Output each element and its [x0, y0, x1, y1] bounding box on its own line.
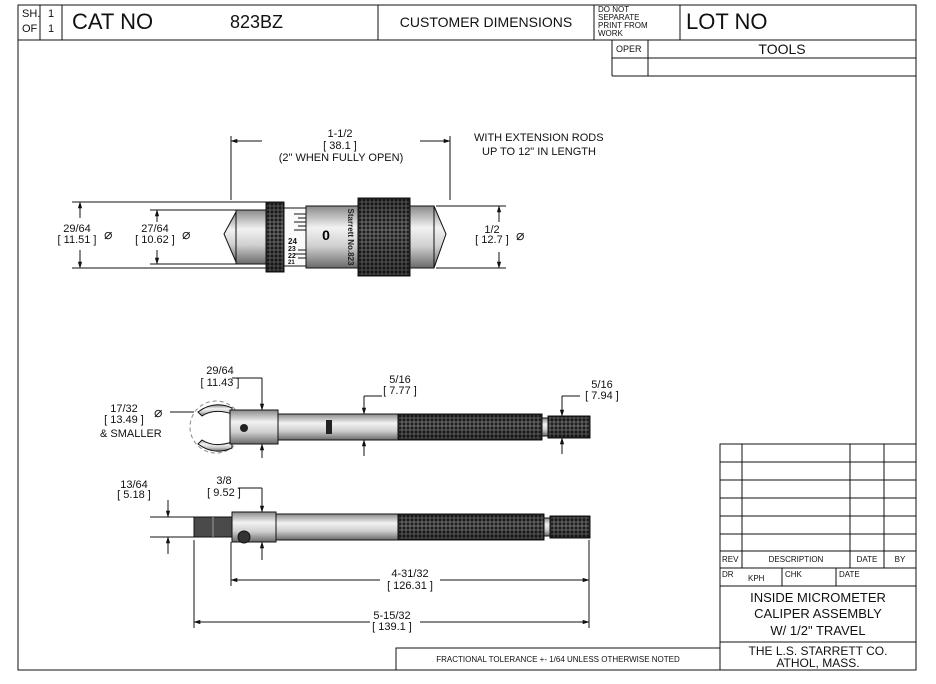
cap-diameter-symbol: ⌀	[154, 404, 163, 420]
svg-text:0: 0	[322, 227, 330, 243]
thimble-num-24: 24	[288, 237, 297, 246]
right-anvil-body	[409, 205, 435, 269]
customer-dimensions: CUSTOMER DIMENSIONS	[399, 14, 573, 30]
spindle	[277, 413, 399, 441]
cat-label: CAT NO	[72, 9, 154, 34]
caliper-jaw-drawing	[189, 400, 591, 454]
left-outer-diameter-symbol: ⌀	[104, 226, 113, 242]
cap-mm: [ 13.49 ]	[104, 414, 144, 426]
mid-length-mm: [ 126.31 ]	[387, 580, 433, 592]
left-inner-mm: [ 10.62 ]	[135, 234, 175, 246]
do-not-line1: DO NOT	[598, 5, 630, 14]
title-block-lines	[18, 5, 916, 77]
right-diameter-symbol: ⌀	[516, 227, 525, 243]
upper-jaw	[197, 404, 233, 417]
tip-mm: [ 7.94 ]	[585, 390, 619, 402]
sheet-label: SH.	[22, 8, 41, 20]
by-label: BY	[894, 555, 906, 564]
of-number: 1	[48, 23, 55, 35]
thimble-num-22: 22	[288, 253, 296, 260]
company-line2: ATHOL, MASS.	[776, 656, 860, 670]
company-line1: THE L.S. STARRETT CO.	[748, 644, 888, 658]
left-outer-frac: 29/64	[63, 223, 91, 235]
left-inner-diameter-symbol: ⌀	[182, 226, 191, 242]
sheet-number: 1	[48, 8, 55, 20]
dr-value: KPH	[748, 574, 765, 583]
description-label: DESCRIPTION	[768, 555, 824, 564]
tolerance-note: FRACTIONAL TOLERANCE +- 1/64 UNLESS OTHE…	[436, 655, 680, 664]
part-title-line1: INSIDE MICROMETER	[750, 590, 886, 605]
right-frac: 1/2	[484, 224, 500, 236]
date-label: DATE	[856, 555, 878, 564]
middle-dimensions	[170, 377, 580, 458]
cap-frac: 17/32	[110, 403, 138, 415]
thimble-num-21: 21	[288, 260, 295, 266]
part-title-line3: W/ 1/2" TRAVEL	[770, 623, 866, 638]
lower-jaw	[197, 439, 233, 452]
dr-label: DR	[722, 570, 734, 579]
rev-label: REV	[722, 555, 739, 564]
left-anvil-tip	[223, 211, 237, 263]
revision-block-lines	[395, 443, 917, 671]
of-label: OF	[22, 23, 38, 35]
part-title-line2: CALIPER ASSEMBLY	[754, 606, 882, 621]
tip-frac: 5/16	[591, 379, 613, 391]
head-mm: [ 9.52 ]	[207, 487, 241, 499]
extension-note-2: UP TO 12" IN LENGTH	[482, 146, 596, 158]
chk-label: CHK	[785, 570, 802, 579]
length-mm: [ 38.1 ]	[323, 140, 357, 152]
bottom-spindle	[275, 513, 399, 541]
bottom-dimensions	[150, 487, 590, 628]
caliper-blade-drawing	[193, 511, 591, 544]
left-outer-mm: [ 11.51 ]	[57, 234, 97, 246]
extension-note-1: WITH EXTENSION RODS	[474, 132, 604, 144]
total-length-mm: [ 139.1 ]	[372, 621, 412, 633]
svg-text:Starrett No.823: Starrett No.823	[346, 209, 355, 266]
right-anvil-tip	[433, 205, 447, 269]
blade-frac: 13/64	[120, 479, 148, 491]
cat-value: 823BZ	[230, 12, 284, 32]
do-not-line2: SEPARATE	[598, 13, 640, 22]
tools-label: TOOLS	[758, 41, 806, 57]
fully-open-note: (2" WHEN FULLY OPEN)	[278, 152, 404, 164]
lot-label: LOT NO	[686, 9, 768, 34]
jaw-holder	[229, 409, 279, 445]
do-not-line4: WORK	[598, 29, 623, 38]
head-frac: 3/8	[216, 475, 232, 487]
cap-note: & SMALLER	[100, 428, 162, 440]
shaft-frac: 5/16	[389, 374, 411, 386]
top-dimensions	[72, 136, 506, 269]
pivot-pin	[240, 424, 248, 432]
jaw-frac: 29/64	[206, 365, 234, 377]
length-frac: 1-1/2	[327, 128, 353, 140]
left-inner-frac: 27/64	[141, 223, 169, 235]
blade-mm: [ 5.18 ]	[117, 489, 151, 501]
total-length-frac: 5-15/32	[373, 610, 411, 622]
barrel	[305, 205, 359, 269]
shaft-mm: [ 7.77 ]	[383, 385, 417, 397]
left-anvil-body	[235, 209, 267, 265]
micrometer-head-drawing: Starrett No.823 0	[223, 197, 447, 277]
sheet-border	[17, 4, 917, 671]
do-not-line3: PRINT FROM	[598, 21, 648, 30]
oper-label: OPER	[616, 44, 642, 54]
jaw-mm: [ 11.43 ]	[200, 377, 240, 389]
date2-label: DATE	[839, 570, 860, 579]
thimble-num-23: 23	[288, 246, 296, 253]
right-mm: [ 12.7 ]	[475, 234, 509, 246]
mid-length-frac: 4-31/32	[391, 568, 429, 580]
